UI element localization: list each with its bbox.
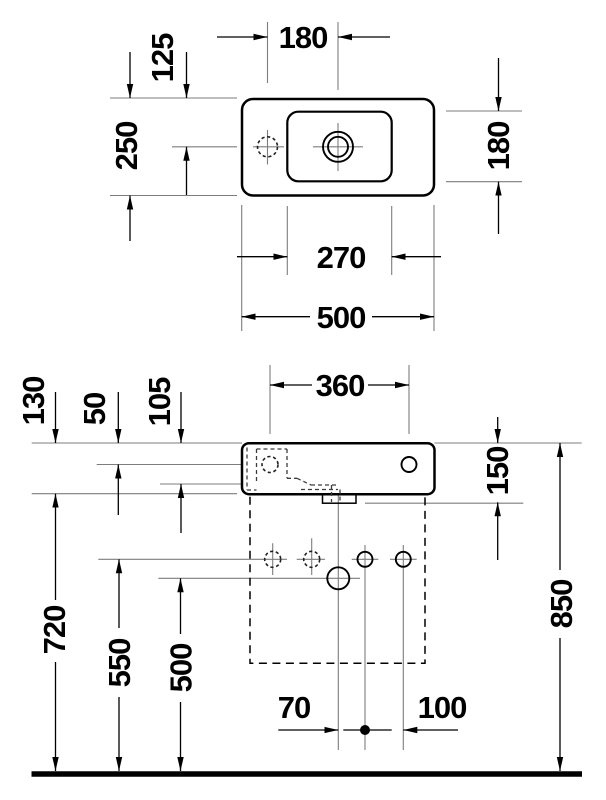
dim-rim-to-bowl: 105: [142, 377, 185, 533]
bowl-outline: [286, 110, 393, 183]
tap-hole-inner-circle: [327, 135, 349, 158]
dim-label-bowl-width: 270: [317, 240, 366, 275]
dim-fixing-height: 550: [102, 559, 137, 771]
dim-label-bowl-depth: 180: [481, 122, 516, 171]
dim-rim-to-fixing: 50: [77, 392, 122, 515]
dim-label-hole-spacing: 100: [418, 690, 467, 725]
supply-hole-1-dashed: [263, 550, 282, 569]
dim-label-rim-to-fixing: 50: [77, 393, 112, 425]
dim-center-offset: 70: [278, 690, 339, 734]
dim-label-fixing-spacing: 360: [316, 368, 365, 403]
dim-bowl-width: 270: [237, 240, 441, 275]
dim-tap-spacing: 180: [217, 20, 390, 55]
installation-zone-dashed-box: [249, 495, 426, 665]
dim-bowl-depth: 180: [481, 58, 516, 234]
dim-hole-spacing: 100: [403, 690, 467, 734]
dim-label-outlet-height: 500: [163, 644, 198, 693]
fixing-hole-left: [261, 455, 279, 474]
dim-label-total-width: 500: [317, 300, 366, 335]
tap-hole: [313, 123, 363, 171]
supply-hole-3: [356, 550, 374, 568]
dim-body-height: 130: [16, 377, 59, 443]
optional-hole-dashed-circle: [256, 136, 279, 158]
dim-bowl-to-floor: 720: [37, 493, 72, 771]
dim-label-tap-spacing: 180: [279, 20, 328, 55]
dim-fixing-spacing: 360: [270, 368, 409, 403]
dim-total-width: 500: [241, 300, 434, 335]
supply-hole-4: [394, 550, 412, 568]
dim-label-rim-to-tap: 125: [145, 33, 180, 82]
dim-label-center-offset: 70: [278, 690, 310, 725]
drain-outlet-stub: [321, 493, 357, 504]
dim-label-rim-height: 850: [544, 580, 579, 629]
dim-rim-height: 850: [544, 443, 579, 771]
top-view: 180 125 250 180 270: [109, 20, 522, 335]
basin-front-outline: [240, 441, 436, 496]
tap-hole-outer-circle: [322, 130, 354, 163]
waste-outlet-circle: [326, 566, 351, 591]
dim-origin-dot: [343, 725, 392, 735]
dim-label-rim-to-bowl: 105: [142, 377, 177, 426]
dim-label-rim-to-outlet: 150: [480, 447, 515, 496]
dim-label-bowl-to-floor: 720: [37, 606, 72, 655]
dim-outlet-height: 500: [163, 578, 198, 771]
dim-label-body-height: 130: [16, 377, 51, 426]
dim-rim-to-outlet: 150: [480, 417, 515, 560]
hidden-bowl-profile: [246, 447, 341, 502]
supply-hole-2-dashed: [302, 550, 321, 569]
optional-tap-hole: [253, 130, 284, 165]
extension-lines: [110, 22, 522, 331]
dim-rim-to-tap: 125: [145, 33, 190, 195]
dimension-dot: [360, 725, 370, 735]
front-view: 360 130 50 105 150 720: [16, 365, 582, 777]
dim-label-depth: 250: [109, 122, 144, 171]
dim-label-fixing-height: 550: [102, 639, 137, 688]
dim-depth: 250: [109, 52, 144, 241]
fixing-hole-right: [400, 456, 418, 473]
